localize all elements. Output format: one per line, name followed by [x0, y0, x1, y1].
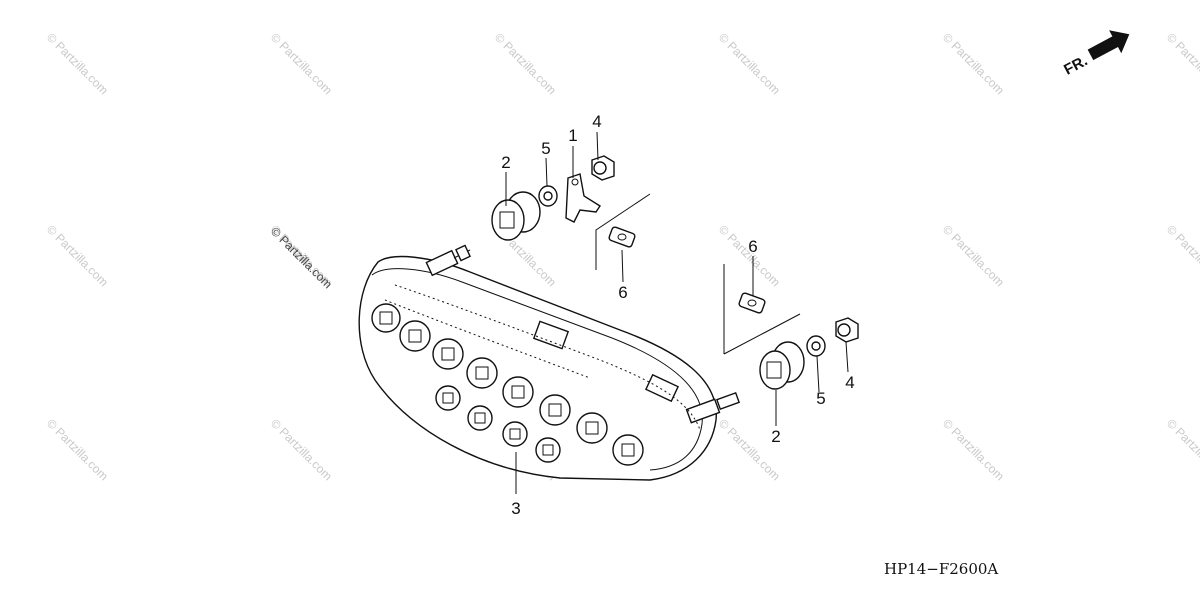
watermark-tile: © Partzilla.com — [940, 416, 1007, 483]
watermark-prominent: © Partzilla.com — [268, 224, 335, 291]
nut-lower — [835, 317, 859, 343]
collar-lower — [738, 292, 766, 314]
callout-6-upper: 6 — [618, 283, 627, 302]
callout-1: 1 — [568, 126, 577, 145]
callout-4-lower: 4 — [845, 373, 854, 392]
led-row-lower — [435, 385, 561, 463]
callout-2-lower: 2 — [771, 427, 780, 446]
callout-2-upper: 2 — [501, 153, 510, 172]
front-direction-indicator: FR. — [1061, 30, 1130, 79]
watermark-tile: © Partzilla.com — [492, 30, 559, 97]
watermark-tile: © Partzilla.com — [1164, 416, 1200, 483]
watermark-tile: © Partzilla.com — [940, 30, 1007, 97]
tail-light-assembly — [358, 244, 741, 481]
fr-label: FR. — [1061, 52, 1090, 78]
nut-upper — [591, 155, 615, 181]
diagram-code: HP14−F2600A — [884, 560, 998, 578]
watermark-tile: © Partzilla.com — [1164, 222, 1200, 289]
watermark-tile: © Partzilla.com — [1164, 30, 1200, 97]
mounting-stud-left — [425, 244, 471, 277]
watermark-tile: © Partzilla.com — [44, 222, 111, 289]
callout-6-lower: 6 — [748, 237, 757, 256]
watermark-tile: © Partzilla.com — [268, 416, 335, 483]
mounting-stud-right — [685, 391, 741, 424]
washer-lower — [806, 335, 826, 357]
watermark-tile: © Partzilla.com — [716, 30, 783, 97]
grommet-upper — [491, 191, 541, 241]
grommet-lower — [759, 341, 805, 390]
washer-upper — [538, 185, 558, 207]
watermark-tile: © Partzilla.com — [268, 30, 335, 97]
callout-5-upper: 5 — [541, 139, 550, 158]
arrow-right-icon — [1087, 30, 1130, 61]
watermark-tile: © Partzilla.com — [940, 222, 1007, 289]
bracket — [565, 173, 601, 223]
callout-4-upper: 4 — [592, 112, 601, 131]
callout-5-lower: 5 — [816, 389, 825, 408]
led-row-upper — [371, 303, 644, 466]
watermark-tile: © Partzilla.com — [44, 416, 111, 483]
watermark-tile: © Partzilla.com — [44, 30, 111, 97]
collar-upper — [608, 226, 636, 248]
callout-3: 3 — [511, 499, 520, 518]
